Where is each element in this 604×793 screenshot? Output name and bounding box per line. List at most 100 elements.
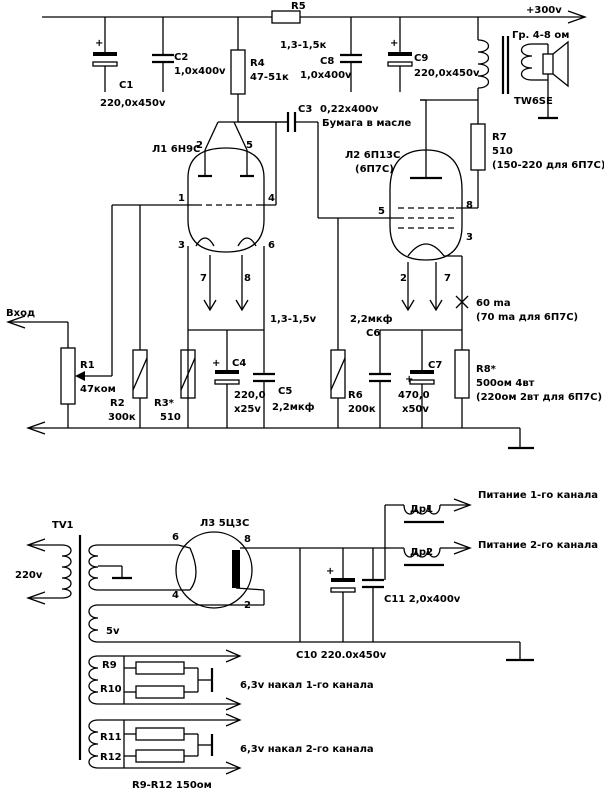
heater-winding-2 [88, 713, 242, 775]
c5-ref: C5 [278, 386, 292, 397]
c6-capacitor [369, 330, 391, 428]
r4-value: 47-51к [250, 72, 289, 83]
l2-pin5: 5 [378, 206, 385, 217]
r2-resistor [132, 205, 148, 428]
l1-pin2: 2 [196, 140, 203, 151]
current-label: 60 ma [476, 298, 511, 309]
c5-capacitor [253, 330, 275, 428]
bias-voltage-label: 1,3-1,5v [270, 314, 317, 325]
v5-label: 5v [106, 626, 120, 637]
l1-wiring [112, 121, 288, 428]
l1-pin3: 3 [178, 240, 185, 251]
c4-ref: C4 [232, 358, 246, 369]
c11-label: C11 2,0x400v [384, 594, 461, 605]
input-label: Вход [6, 308, 35, 319]
l1-pin5: 5 [246, 140, 253, 151]
l2-pin7: 7 [444, 273, 451, 284]
r4-resistor [230, 17, 246, 122]
r8-ref: R8* [476, 364, 497, 375]
r2-value: 300к [108, 412, 136, 423]
c7-ref: C7 [428, 360, 442, 371]
r5-resistor [271, 10, 301, 24]
input-wiring [6, 205, 113, 428]
l3-pin6: 6 [172, 532, 179, 543]
c2-capacitor [152, 17, 174, 92]
c2-ref: C2 [174, 52, 188, 63]
r7-resistor [470, 100, 486, 171]
r9-r12-label: R9-R12 150ом [132, 780, 212, 791]
transformer-label: TW6SE [514, 96, 553, 107]
output1-label: Питание 1-го канала [478, 490, 598, 501]
l2-pin3: 3 [466, 232, 473, 243]
ground-rail [26, 421, 534, 450]
c8-capacitor [340, 17, 362, 92]
output-transformer [420, 36, 558, 120]
r5-value: 1,3-1,5к [280, 40, 327, 51]
r7-ref: R7 [492, 132, 507, 143]
c7-plus: + [405, 374, 413, 385]
r2-ref: R2 [110, 398, 125, 409]
c6-value: 2,2мкф [350, 313, 393, 325]
speaker-icon [542, 40, 569, 88]
tube-l1 [187, 147, 265, 253]
c3-note: Бумага в масле [322, 118, 412, 129]
r9-label: R9 [102, 660, 117, 671]
c8-value: 1,0x400v [300, 70, 352, 81]
output2-label: Питание 2-го канала [478, 540, 598, 551]
r8-resistor [454, 349, 470, 428]
dr2-label: Др2 [410, 547, 433, 558]
r7-note: (150-220 для 6П7С) [492, 160, 604, 171]
heater2-label: 6,3v накал 2-го канала [240, 744, 374, 755]
r1-value: 47ком [80, 384, 116, 395]
r8-value: 500ом 4вт [476, 378, 535, 389]
c7-value1: 470,0 [398, 390, 430, 401]
l2-label: Л2 6П13С [345, 150, 400, 161]
c9-ref: C9 [414, 53, 428, 64]
c4-capacitor [214, 330, 240, 428]
c3-value: 0,22x400v [320, 104, 379, 115]
c9-plus: + [390, 38, 398, 49]
r5-ref: R5 [291, 1, 306, 12]
l1-label: Л1 6Н9С [152, 144, 200, 155]
mains-label: 220v [15, 570, 43, 581]
r4-ref: R4 [250, 58, 265, 69]
c1-capacitor [92, 17, 118, 92]
l2-pin8: 8 [466, 200, 473, 211]
r3-resistor [180, 349, 196, 399]
l3-label: Л3 5Ц3С [200, 518, 249, 529]
choke-dr2 [403, 541, 472, 567]
r6-resistor [330, 218, 346, 428]
r6-ref: R6 [348, 390, 363, 401]
l1-pin7: 7 [200, 273, 207, 284]
c1-ref: C1 [119, 80, 133, 91]
l3-pin4: 4 [172, 590, 179, 601]
l1-pin8: 8 [244, 273, 251, 284]
choke-dr1 [403, 498, 472, 524]
c2-value: 1,0x400v [174, 66, 226, 77]
c7-capacitor [409, 330, 435, 428]
c9-capacitor [387, 17, 413, 92]
r11-label: R11 [100, 732, 122, 743]
r3-ref: R3* [154, 398, 175, 409]
tube-l3 [175, 531, 300, 609]
l1-pin6: 6 [268, 240, 275, 251]
speaker-label: Гр. 4-8 ом [512, 30, 569, 41]
heater-winding-1 [88, 649, 242, 711]
l3-pin8: 8 [244, 534, 251, 545]
r6-value: 200к [348, 404, 376, 415]
l2-wiring [380, 99, 479, 350]
dr1-label: Др1 [410, 504, 433, 515]
c8-ref: C8 [320, 56, 334, 67]
c4-value2: x25v [234, 404, 261, 415]
c7-value2: x50v [402, 404, 429, 415]
l1-pin4: 4 [268, 193, 275, 204]
c10-plus: + [326, 566, 334, 577]
c5-value: 2,2мкф [272, 401, 315, 413]
c3-capacitor [238, 112, 398, 219]
b-plus-rail [42, 10, 587, 40]
r3-value: 510 [160, 412, 181, 423]
c10-label: C10 220.0x450v [296, 650, 387, 661]
r12-label: R12 [100, 752, 122, 763]
r7-value: 510 [492, 146, 513, 157]
